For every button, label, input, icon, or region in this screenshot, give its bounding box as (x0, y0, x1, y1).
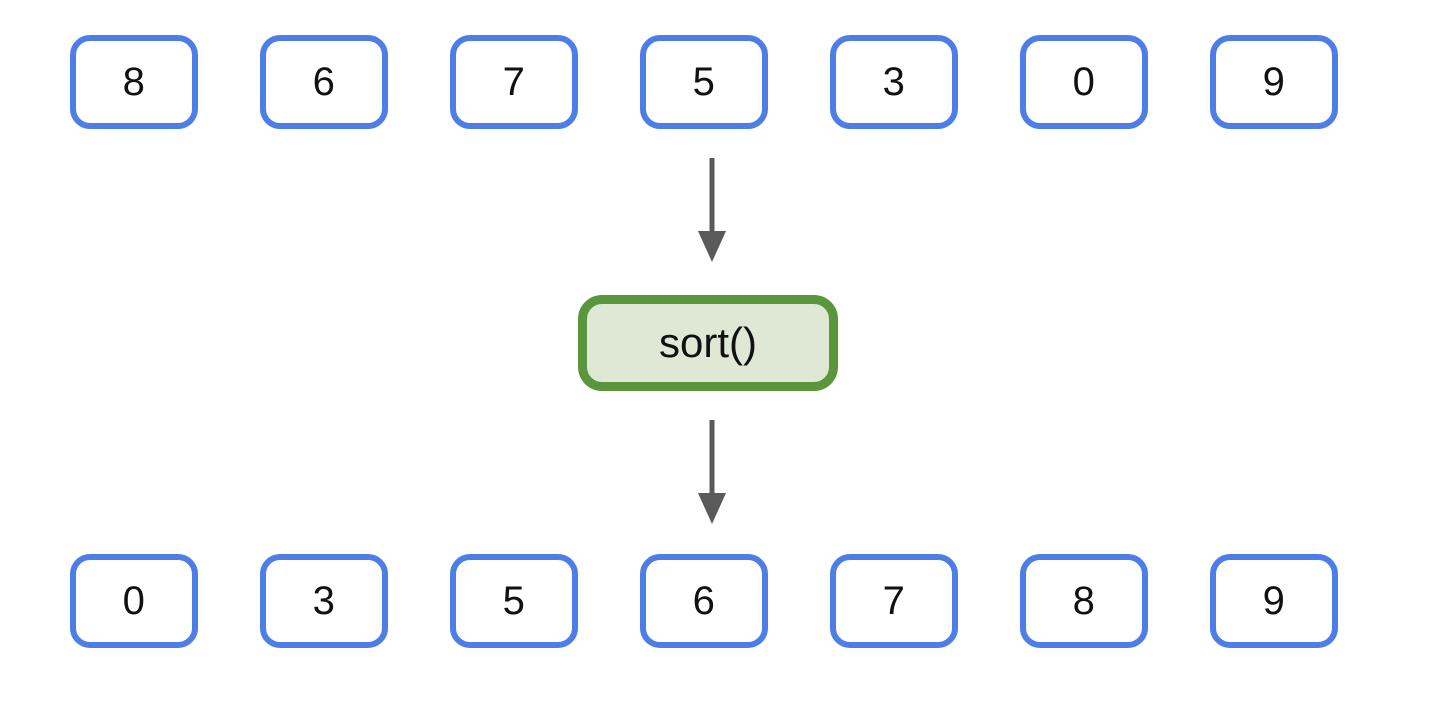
array-cell: 9 (1210, 35, 1338, 129)
sort-operation-label: sort() (659, 319, 757, 366)
cell-value: 8 (122, 59, 146, 104)
cell-value: 0 (122, 578, 146, 623)
array-cell: 8 (70, 35, 198, 129)
cell-value: 9 (1262, 578, 1286, 623)
cell-value: 6 (692, 578, 716, 623)
unsorted-array-row: 8 6 7 5 3 0 9 (70, 35, 1338, 129)
cell-value: 6 (312, 59, 336, 104)
cell-value: 5 (692, 59, 716, 104)
cell-value: 9 (1262, 59, 1286, 104)
sort-operation-box: sort() (578, 295, 838, 391)
array-cell: 6 (640, 554, 768, 648)
cell-value: 3 (312, 578, 336, 623)
array-cell: 3 (260, 554, 388, 648)
array-cell: 0 (1020, 35, 1148, 129)
cell-value: 5 (502, 578, 526, 623)
array-cell: 5 (640, 35, 768, 129)
array-cell: 7 (830, 554, 958, 648)
cell-value: 7 (502, 59, 526, 104)
sorted-array-row: 0 3 5 6 7 8 9 (70, 554, 1338, 648)
array-cell: 0 (70, 554, 198, 648)
arrow-down-icon (698, 158, 726, 262)
array-cell: 9 (1210, 554, 1338, 648)
cell-value: 0 (1072, 59, 1096, 104)
array-cell: 3 (830, 35, 958, 129)
array-cell: 7 (450, 35, 578, 129)
cell-value: 3 (882, 59, 906, 104)
array-cell: 8 (1020, 554, 1148, 648)
cell-value: 8 (1072, 578, 1096, 623)
cell-value: 7 (882, 578, 906, 623)
array-cell: 5 (450, 554, 578, 648)
array-cell: 6 (260, 35, 388, 129)
arrow-down-icon (698, 420, 726, 524)
